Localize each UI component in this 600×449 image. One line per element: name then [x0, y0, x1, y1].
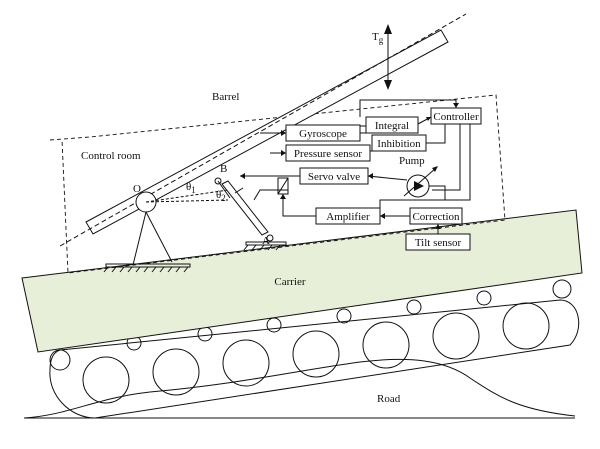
point-a-joint: [266, 234, 274, 242]
control-room-label: Control room: [81, 150, 141, 162]
point-o-label: O: [133, 183, 141, 195]
controller-label: Controller: [433, 111, 479, 123]
integral-label: Integral: [375, 120, 409, 132]
servo-valve-label: Servo valve: [308, 171, 360, 183]
road-profile: [23, 358, 576, 419]
road-wheel: [502, 302, 550, 350]
return-roller: [552, 279, 572, 299]
road-wheel: [292, 330, 340, 378]
integral-box: [365, 116, 419, 134]
point-b-label: B: [220, 163, 227, 175]
return-roller: [266, 317, 282, 333]
carrier-label: Carrier: [274, 276, 305, 288]
signal-lines: [240, 99, 471, 234]
tg-label: Tg: [372, 31, 384, 45]
barrel: [59, 13, 467, 247]
barrel-axis: [59, 13, 467, 247]
pump-label: Pump: [399, 155, 425, 167]
theta-reference-line-2: [145, 199, 229, 203]
road-wheel: [362, 321, 410, 369]
amplifier-label: Amplifier: [326, 211, 370, 223]
point-a-label: A: [262, 235, 270, 247]
tilt-sensor-label: Tilt sensor: [415, 237, 462, 249]
return-roller: [197, 326, 213, 342]
tg-arrow: [384, 24, 392, 90]
road-wheel: [49, 349, 71, 371]
valve-symbol: [277, 177, 289, 195]
pressure-sensor-label: Pressure sensor: [294, 148, 362, 160]
road-label: Road: [377, 393, 401, 405]
pump-symbol: [403, 166, 438, 198]
barrel-body: [85, 29, 449, 235]
track-belt: [49, 299, 580, 419]
theta-reference-line: [145, 189, 229, 203]
theta2-label: θ2: [216, 189, 226, 203]
theta1-label: θ1: [186, 181, 196, 195]
actuator-base: [245, 241, 287, 246]
inhibition-label: Inhibition: [377, 138, 421, 150]
road-wheel: [222, 339, 270, 387]
return-roller: [336, 308, 352, 324]
return-roller: [476, 290, 492, 306]
road-wheel: [152, 348, 200, 396]
return-roller: [406, 299, 422, 315]
actuator-cylinder: [214, 177, 287, 251]
correction-label: Correction: [412, 211, 460, 223]
road-wheel: [82, 356, 130, 404]
road-wheel: [432, 312, 480, 360]
gyroscope-label: Gyroscope: [299, 128, 347, 140]
barrel-label: Barrel: [212, 91, 239, 103]
